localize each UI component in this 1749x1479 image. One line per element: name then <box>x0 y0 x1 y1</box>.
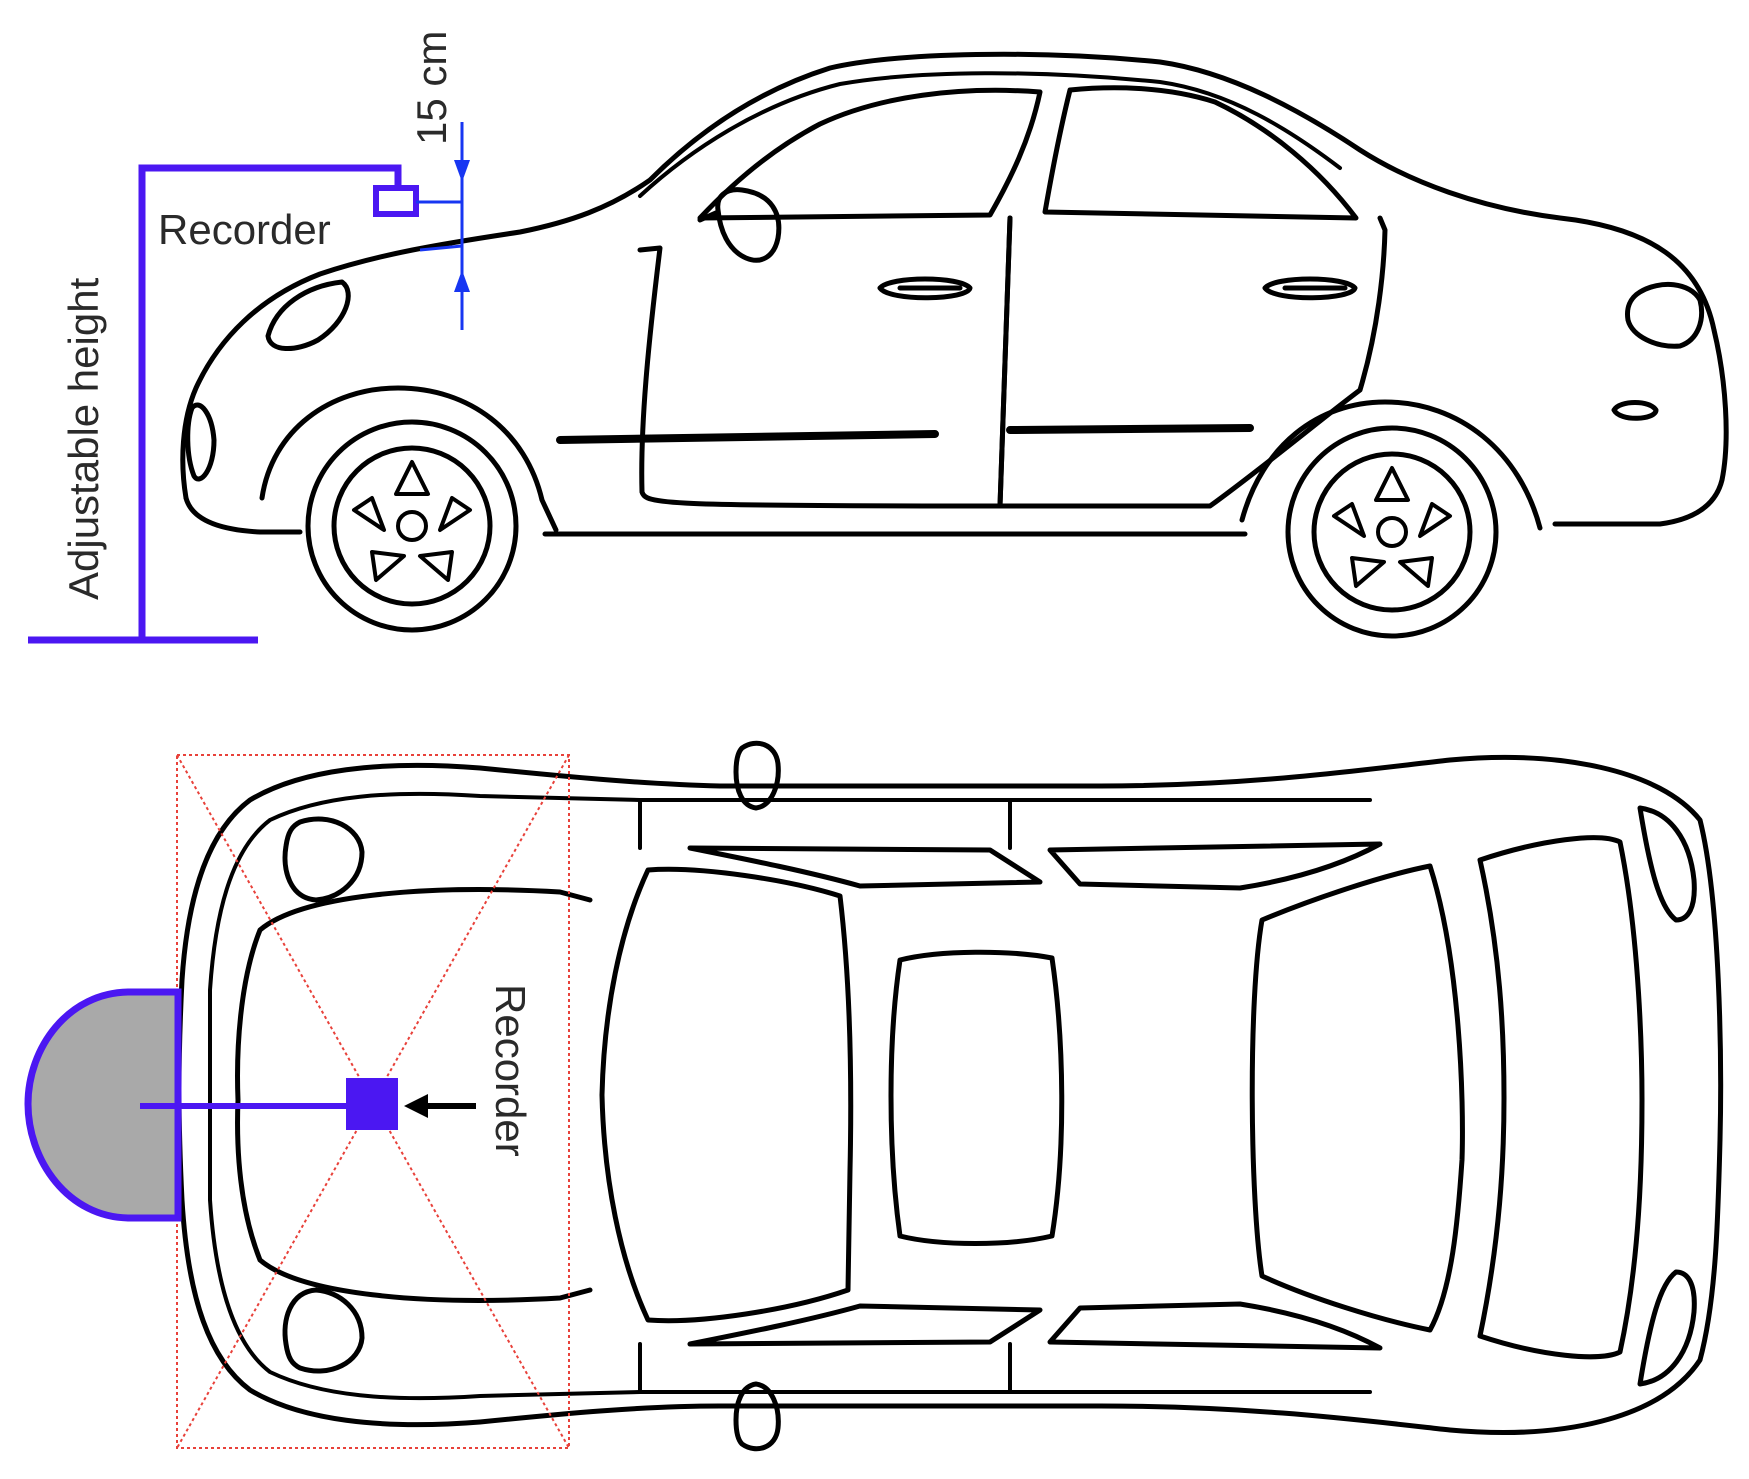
car-side-trim-rear <box>1006 424 1254 434</box>
car-side-front-arch <box>259 385 559 533</box>
car-side-taillight <box>1625 281 1705 349</box>
car-top-trunk <box>1477 835 1645 1360</box>
stand-pole <box>138 164 402 640</box>
car-side-bottom <box>183 495 1248 537</box>
dimension-marker <box>416 122 470 330</box>
car-side-rear-door <box>997 215 1388 509</box>
car-top-door-rails <box>638 798 1372 1394</box>
car-side-front-wheel <box>305 419 519 633</box>
car-top-view <box>176 740 1724 1452</box>
top-recorder-label: Recorder <box>487 984 534 1157</box>
pointer-arrowhead <box>404 1094 428 1118</box>
adjustable-height-label: Adjustable height <box>60 277 107 600</box>
car-side-rear-window <box>1042 85 1359 221</box>
car-top-hood <box>235 887 593 1303</box>
car-top-roof <box>888 949 1065 1246</box>
car-side-front-door <box>637 215 1013 509</box>
coverage-zone-box <box>176 754 570 1449</box>
mic-half-disc <box>24 988 182 1222</box>
car-top-right-front-window <box>687 1303 1043 1347</box>
car-top-right-rear-window <box>1047 1301 1383 1351</box>
dimension-label: 15 cm <box>408 31 455 145</box>
car-side-view <box>180 51 1729 639</box>
car-side-trim-front <box>556 430 939 444</box>
car-side-body <box>180 51 1729 527</box>
side-stand <box>28 164 419 644</box>
car-top-left-front-window <box>687 845 1043 889</box>
dimension-arrow-up <box>454 270 470 292</box>
car-top-left-taillight <box>1637 805 1697 923</box>
car-side-fog-light <box>185 402 217 482</box>
car-top-inner-body <box>208 791 642 1401</box>
car-side-front-window <box>697 87 1043 221</box>
car-side-reflector <box>1611 400 1659 421</box>
car-side-rear-wheel <box>1285 425 1499 639</box>
car-top-rear-window <box>1249 863 1465 1333</box>
side-recorder-label: Recorder <box>158 206 331 253</box>
car-side-roofline <box>638 71 1342 198</box>
car-top-right-taillight <box>1637 1269 1697 1387</box>
top-recorder-box <box>346 1078 398 1130</box>
car-side-rear-handle <box>1262 276 1358 301</box>
car-top-left-headlight <box>282 816 365 903</box>
car-top-left-mirror <box>733 740 781 811</box>
car-top-right-headlight <box>282 1287 365 1374</box>
dimension-arrow-down <box>454 160 470 182</box>
car-top-left-rear-window <box>1047 841 1383 891</box>
side-recorder-box <box>373 185 419 217</box>
car-top-windshield <box>599 866 854 1324</box>
car-side-rear-arch <box>1239 399 1543 531</box>
car-top-right-mirror <box>733 1381 781 1452</box>
car-side-front-handle <box>877 276 973 301</box>
car-side-headlight <box>265 279 351 352</box>
car-side-mirror <box>697 187 782 263</box>
top-stand <box>24 988 476 1222</box>
car-top-body <box>176 755 1724 1435</box>
